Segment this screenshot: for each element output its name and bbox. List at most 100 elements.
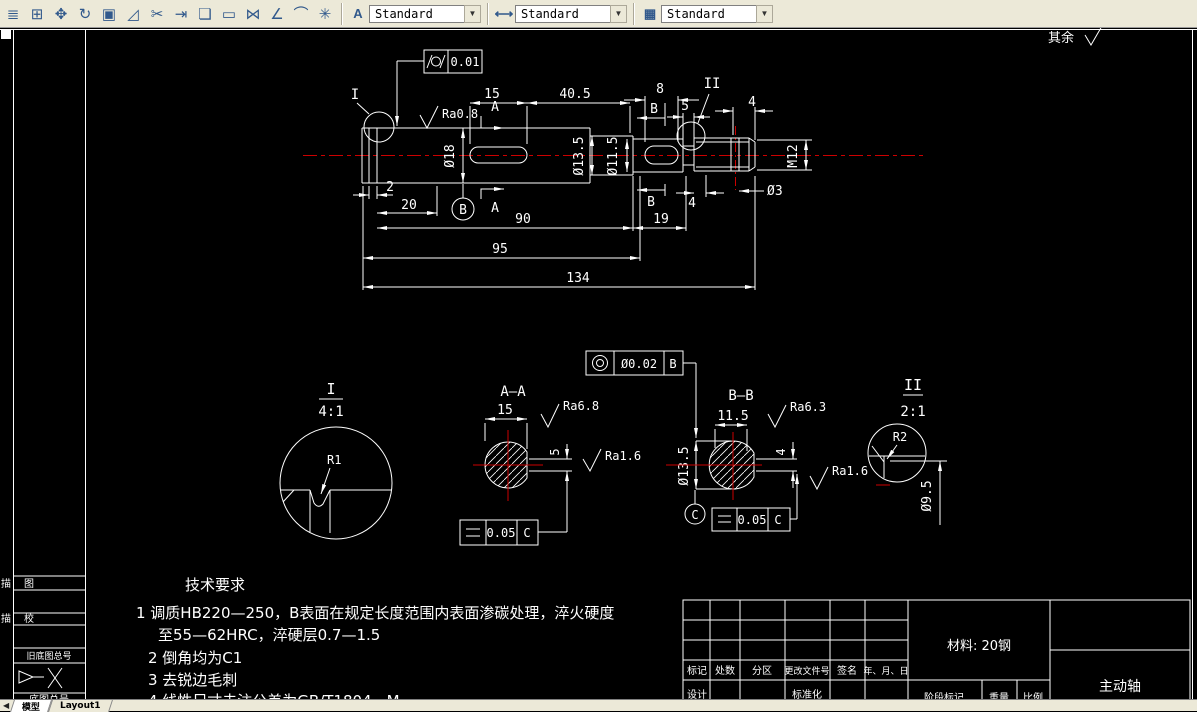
svg-text:签名: 签名 <box>837 664 857 677</box>
rotate-icon[interactable]: ↻ <box>73 2 97 26</box>
fcf-symmetry-aa: 0.05 C <box>460 487 567 545</box>
svg-text:0.05: 0.05 <box>738 513 767 527</box>
tech-note-line: 至55—62HRC，淬硬层0.7—1.5 <box>158 626 380 644</box>
svg-text:95: 95 <box>492 242 508 257</box>
svg-text:I: I <box>326 380 335 398</box>
move-icon[interactable]: ✥ <box>49 2 73 26</box>
text-style-combo[interactable]: Standard ▼ <box>369 5 481 23</box>
chamfer-icon[interactable]: ∠ <box>265 2 289 26</box>
svg-text:Ø13.5: Ø13.5 <box>677 446 692 485</box>
tab-layout1[interactable]: Layout1 <box>48 700 112 712</box>
signature-arrow-icon <box>19 671 33 683</box>
svg-text:B—B: B—B <box>728 388 753 404</box>
detail-ii-label: II <box>704 76 721 92</box>
svg-text:处数: 处数 <box>715 664 735 677</box>
roughness-check-icon <box>541 404 559 427</box>
svg-text:设计: 设计 <box>687 688 707 699</box>
toolbar: ≣ ⊞ ✥ ↻ ▣ ◿ ✂ ⇥ ❏ ▭ ⋈ ∠ ⌒ ✳ A Standard ▼… <box>0 0 1197 28</box>
detail-i-label: I <box>351 87 359 103</box>
svg-text:8: 8 <box>656 82 664 97</box>
svg-text:A—A: A—A <box>500 384 526 400</box>
table-style-icon[interactable]: ▦ <box>639 3 661 25</box>
svg-text:II: II <box>904 376 922 394</box>
svg-text:Ø11.5: Ø11.5 <box>606 136 621 175</box>
svg-text:R2: R2 <box>893 430 907 444</box>
svg-text:重量: 重量 <box>989 691 1009 699</box>
svg-text:B: B <box>669 357 676 371</box>
stretch-icon[interactable]: ◿ <box>121 2 145 26</box>
svg-text:11.5: 11.5 <box>717 409 748 424</box>
svg-text:Ra6.3: Ra6.3 <box>790 400 826 414</box>
dim-style-dropdown-button[interactable]: ▼ <box>610 5 627 23</box>
join-icon[interactable]: ⋈ <box>241 2 265 26</box>
svg-text:4: 4 <box>688 196 696 211</box>
detail-i-view: I 4:1 R1 <box>280 380 392 539</box>
dim-style-icon[interactable]: ⟷ <box>493 3 515 25</box>
cylindricity-icon <box>432 57 441 66</box>
fcf-concentricity: Ø0.02 B <box>586 351 696 438</box>
svg-text:4: 4 <box>774 448 788 455</box>
dim-style-group: ⟷ Standard ▼ <box>493 3 627 25</box>
table-style-value[interactable]: Standard <box>661 5 756 23</box>
svg-text:年、月、日: 年、月、日 <box>863 665 908 677</box>
roughness-check-icon <box>810 467 828 489</box>
fillet-icon[interactable]: ⌒ <box>289 2 313 26</box>
toolbar-separator <box>633 3 635 25</box>
toolbar-separator <box>341 3 343 25</box>
svg-text:C: C <box>523 526 530 540</box>
svg-text:旧底图总号: 旧底图总号 <box>26 650 71 662</box>
tab-model[interactable]: 模型 <box>10 700 52 712</box>
svg-text:5: 5 <box>681 99 689 114</box>
tech-notes-title: 技术要求 <box>185 576 245 594</box>
extend-icon[interactable]: ⇥ <box>169 2 193 26</box>
svg-text:描校: 描校 <box>1 612 47 625</box>
svg-text:更改文件号: 更改文件号 <box>784 665 829 677</box>
svg-text:分区: 分区 <box>752 665 772 677</box>
text-style-icon[interactable]: A <box>347 3 369 25</box>
tech-note-line: 2 倒角均为C1 <box>148 649 242 667</box>
part-name: 主动轴 <box>1099 679 1141 695</box>
svg-text:Ø3: Ø3 <box>767 184 783 199</box>
svg-text:Ra1.6: Ra1.6 <box>832 464 868 478</box>
svg-text:标记: 标记 <box>687 665 707 677</box>
text-style-value[interactable]: Standard <box>369 5 464 23</box>
svg-text:比例: 比例 <box>1023 691 1043 699</box>
svg-text:2: 2 <box>386 180 394 195</box>
svg-text:阶段标记: 阶段标记 <box>924 691 964 699</box>
roughness-check-icon <box>583 449 601 471</box>
dim-style-combo[interactable]: Standard ▼ <box>515 5 627 23</box>
table-style-dropdown-button[interactable]: ▼ <box>756 5 773 23</box>
trim-icon[interactable]: ✂ <box>145 2 169 26</box>
detail-ii-view: II 2:1 R2 Ø9.5 <box>868 376 947 525</box>
svg-text:134: 134 <box>566 271 590 286</box>
drawing-canvas[interactable]: 其余 I <box>0 28 1197 699</box>
svg-text:4: 4 <box>748 95 756 110</box>
section-a-mark: A <box>491 201 499 216</box>
section-a-mark: A <box>491 100 499 115</box>
svg-text:40.5: 40.5 <box>559 87 590 102</box>
table-style-combo[interactable]: Standard ▼ <box>661 5 773 23</box>
tab-layout1-label: Layout1 <box>60 701 101 711</box>
roughness-value: Ra0.8 <box>442 107 478 121</box>
dim-style-value[interactable]: Standard <box>515 5 610 23</box>
tech-note-line: 3 去锐边毛刺 <box>148 671 237 689</box>
detail-i-circle <box>364 112 394 142</box>
text-style-dropdown-button[interactable]: ▼ <box>464 5 481 23</box>
title-block: 标记 处数 分区 更改文件号 签名 年、月、日 设计 标准化 材料: 20钢 阶… <box>683 600 1190 699</box>
roughness-check-icon <box>420 106 438 128</box>
break-at-point-icon[interactable]: ❏ <box>193 2 217 26</box>
material-label: 材料: 20钢 <box>947 639 1011 654</box>
scale-icon[interactable]: ▣ <box>97 2 121 26</box>
explode-icon[interactable]: ✳ <box>313 2 337 26</box>
svg-text:0.01: 0.01 <box>451 55 480 69</box>
section-aa-view: A—A 15 5 Ra6.8 Ra1.6 0.05 C <box>460 384 641 545</box>
svg-text:标准化: 标准化 <box>792 688 822 699</box>
break-icon[interactable]: ▭ <box>217 2 241 26</box>
svg-text:15: 15 <box>497 403 513 418</box>
svg-text:Ra1.6: Ra1.6 <box>605 449 641 463</box>
offset-icon[interactable]: ≣ <box>1 2 25 26</box>
frame-corner-mark <box>1 30 11 39</box>
table-style-group: ▦ Standard ▼ <box>639 3 773 25</box>
array-icon[interactable]: ⊞ <box>25 2 49 26</box>
section-b-mark: B <box>650 102 658 117</box>
